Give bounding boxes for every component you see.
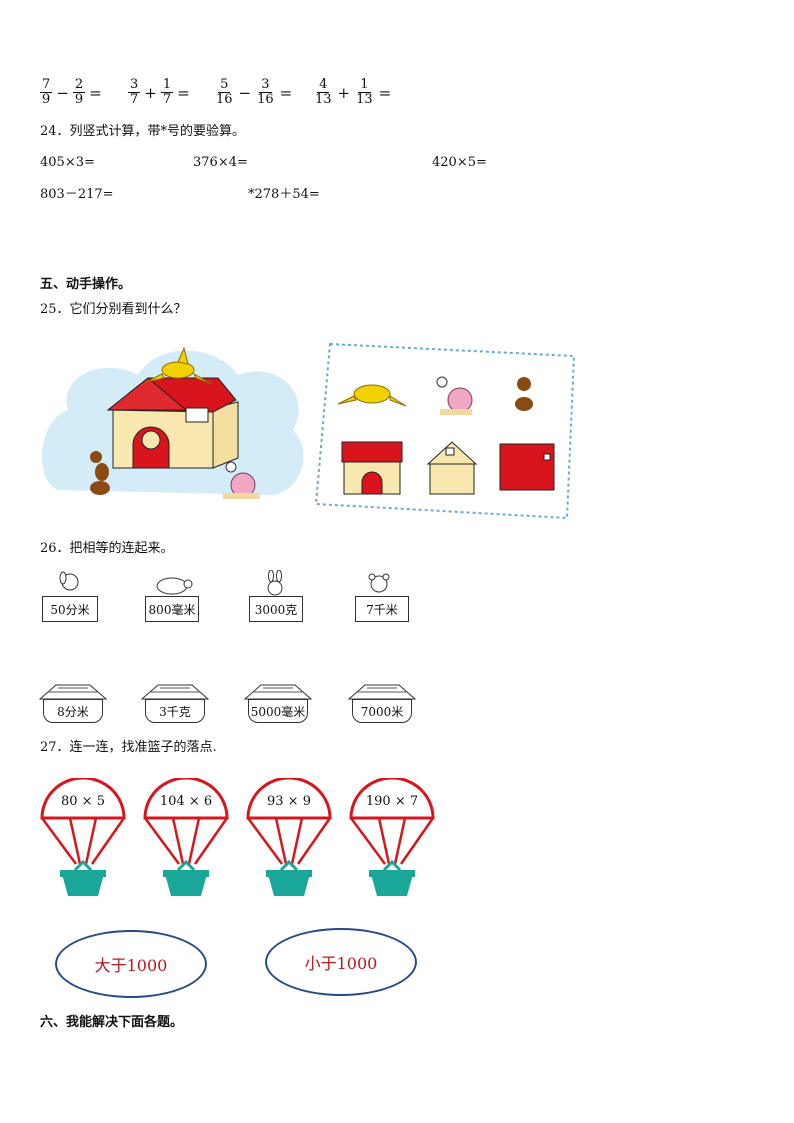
parachute-1: 80 × 5	[40, 776, 126, 900]
answer-house: 3千克	[145, 699, 205, 723]
parachute-3: 93 × 9	[246, 776, 332, 900]
bear-icon	[368, 573, 390, 593]
parachute-basket-icon	[349, 776, 435, 896]
question-25-title: 25．它们分别看到什么？	[40, 302, 187, 317]
views-card	[314, 342, 576, 520]
parachute-expression: 80 × 5	[61, 794, 105, 809]
parachute-basket-icon	[246, 776, 332, 896]
parachute-basket-icon	[40, 776, 126, 896]
section-5-heading: 五、动手操作。	[40, 277, 132, 292]
turtle-icon	[156, 577, 193, 595]
calc-item: 803－217=	[40, 187, 114, 202]
greater-than-1000-target: 大于1000	[55, 930, 207, 998]
house-roof-icon	[140, 684, 210, 700]
parachute-expression: 104 × 6	[159, 794, 213, 809]
parachute-expression: 93 × 9	[267, 794, 311, 809]
question-26-title: 26．把相等的连起来。	[40, 541, 174, 556]
section-6-heading: 六、我能解决下面各题。	[40, 1015, 184, 1030]
question-24-title: 24．列竖式计算，带*号的要验算。	[40, 124, 246, 139]
calc-item: *278＋54=	[248, 187, 320, 202]
question-27-title: 27．连一连，找准篮子的落点.	[40, 740, 217, 755]
calc-item: 420×5=	[432, 155, 487, 170]
length-sign: 50分米	[42, 596, 98, 622]
calc-item: 405×3=	[40, 155, 95, 170]
answer-house: 7000米	[352, 699, 412, 723]
dog-icon	[59, 571, 79, 591]
calc-item: 376×4=	[193, 155, 248, 170]
parachute-2: 104 × 6	[143, 776, 229, 900]
less-than-1000-target: 小于1000	[265, 928, 417, 996]
weight-sign: 3000克	[249, 596, 303, 622]
length-sign: 800毫米	[145, 596, 199, 622]
parachute-basket-icon	[143, 776, 229, 896]
parachute-4: 190 × 7	[349, 776, 435, 900]
parachute-expression: 190 × 7	[365, 794, 419, 809]
house-scene-illustration	[41, 346, 304, 499]
answer-house: 8分米	[43, 699, 103, 723]
rabbit-icon	[267, 570, 283, 596]
answer-house: 5000毫米	[248, 699, 308, 723]
length-sign: 7千米	[355, 596, 409, 622]
